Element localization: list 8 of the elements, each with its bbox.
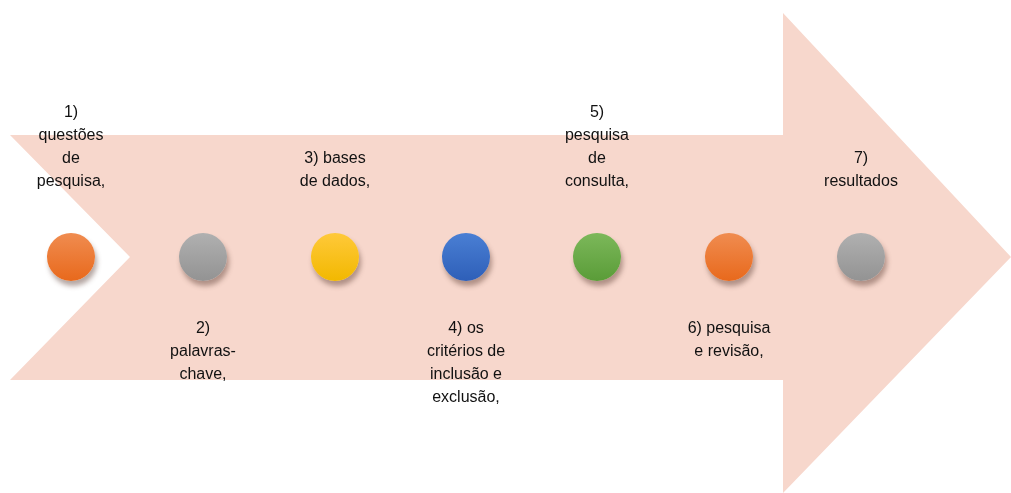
step-label: 6) pesquisa e revisão, (686, 318, 772, 361)
step-label: 7) resultados (823, 148, 899, 191)
circle-marker (47, 233, 95, 281)
step-label: 3) bases de dados, (298, 148, 372, 191)
step-label: 5) pesquisa de consulta, (563, 102, 630, 191)
step-label: 2) palavras-chave, (169, 318, 237, 384)
step-label: 1) questões de pesquisa, (35, 102, 107, 191)
step-label: 4) os critérios de inclusão e exclusão, (425, 318, 507, 407)
